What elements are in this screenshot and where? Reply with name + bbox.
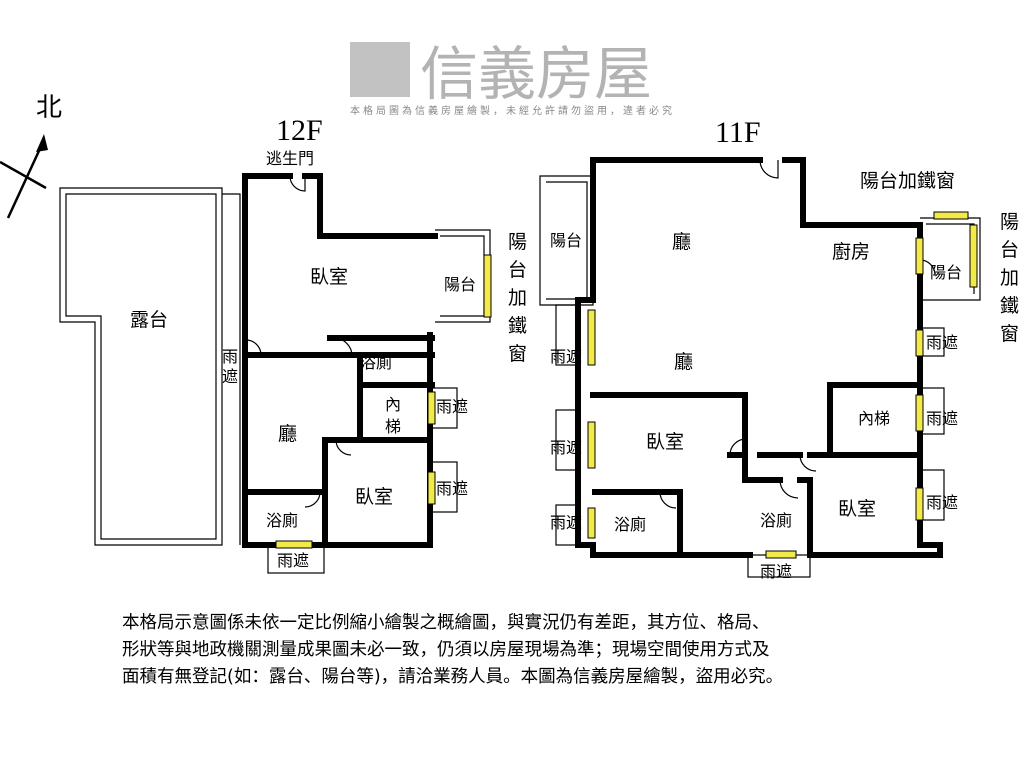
- label-balcony-11f-left: 陽台: [550, 231, 582, 250]
- label-char: 陽: [1000, 211, 1019, 233]
- label-canopy-12f-2: 雨遮: [436, 479, 468, 498]
- label-char: 鐵: [508, 315, 527, 337]
- label-char: 窗: [1000, 323, 1019, 345]
- label-bath-12f-2: 浴廁: [266, 511, 298, 530]
- disclaimer-note: 本格局示意圖係未依一定比例縮小繪製之概繪圖，與實況仍有差距，其方位、格局、 形狀…: [122, 610, 922, 691]
- label-kitchen: 廚房: [832, 240, 870, 263]
- label-char: 窗: [508, 343, 527, 365]
- label-bath-11f-1: 浴廁: [614, 515, 646, 534]
- label-balcony-iron-window-11f-right: 陽 台 加 鐵 窗: [1000, 211, 1019, 345]
- window-11f-l1: [587, 309, 596, 366]
- window-11f-kitchen: [915, 237, 924, 275]
- label-hall-11f-2: 廳: [674, 351, 693, 373]
- label-canopy-12f-left: 遮: [222, 367, 238, 386]
- walls-11f: [575, 157, 943, 558]
- doors-12f: [245, 175, 353, 508]
- label-living-12f: 廳: [278, 423, 297, 445]
- balcony-outline-11f-left: [539, 175, 594, 306]
- label-terrace: 露台: [130, 309, 168, 331]
- label-canopy-11f-r1: 雨遮: [926, 333, 958, 352]
- label-bedroom-11f-2: 臥室: [838, 498, 876, 520]
- window-11f-balcony-top: [933, 211, 969, 220]
- window-12f-bedroom: [427, 471, 436, 505]
- label-char: 鐵: [1000, 295, 1019, 317]
- label-char: 台: [508, 259, 527, 281]
- floor-11f: 11F: [539, 116, 1019, 581]
- label-canopy-12f-left: 雨: [222, 347, 238, 366]
- label-canopy-11f-l3: 雨遮: [550, 513, 582, 532]
- floor-title-11f: 11F: [715, 116, 761, 149]
- window-11f-r2: [915, 394, 924, 432]
- watermark-logo-text: 信義房屋: [420, 40, 652, 108]
- window-12f-bath: [275, 540, 313, 549]
- label-bath-12f-1: 浴廁: [360, 353, 392, 372]
- label-balcony-iron-window-12f: 陽 台 加 鐵 窗: [508, 231, 527, 365]
- label-stair-11f: 內梯: [858, 409, 890, 428]
- label-hall-11f-1: 廳: [672, 231, 691, 253]
- label-bedroom-11f-1: 臥室: [646, 431, 684, 453]
- canopy-outline-11f-l1: [555, 304, 579, 366]
- terrace-outline: [59, 187, 223, 546]
- floor-12f: 12F 逃生門 露台 臥室 陽: [59, 114, 527, 574]
- label-canopy-11f-r2: 雨遮: [926, 409, 958, 428]
- window-11f-bottom: [765, 550, 797, 559]
- window-11f-r1: [915, 329, 924, 357]
- canopy-outline-11f-l3: [555, 504, 579, 546]
- label-balcony-iron-window-11f-top: 陽台加鐵窗: [860, 170, 955, 192]
- disclaimer-line: 面積有無登記(如：露台、陽台等)，請洽業務人員。本圖為信義房屋繪製，盜用必究。: [122, 667, 784, 687]
- label-canopy-12f-3: 雨遮: [277, 551, 309, 570]
- label-char: 加: [1000, 267, 1019, 289]
- label-canopy-11f-bottom: 雨遮: [760, 562, 792, 581]
- window-11f-l2: [587, 421, 596, 469]
- watermark: 信義房屋 本格局圖為信義房屋繪製，未經允許請勿盜用，違者必究: [350, 40, 675, 117]
- terrace-edge: [222, 193, 241, 545]
- watermark-notice: 本格局圖為信義房屋繪製，未經允許請勿盜用，違者必究: [350, 104, 675, 117]
- canopy-outline-11f-l2: [555, 409, 579, 471]
- label-escape-door: 逃生門: [266, 149, 314, 168]
- label-canopy-12f-1: 雨遮: [436, 397, 468, 416]
- label-bath-11f-2: 浴廁: [760, 511, 792, 530]
- watermark-logo-icon: [350, 42, 410, 97]
- label-bedroom-12f-1: 臥室: [310, 266, 348, 288]
- floor-title-12f: 12F: [276, 114, 323, 147]
- window-11f-balcony-right: [969, 224, 978, 288]
- north-arrow-icon: [0, 134, 48, 219]
- label-canopy-11f-l2: 雨遮: [550, 438, 582, 457]
- label-canopy-11f-l1: 雨遮: [550, 347, 582, 366]
- disclaimer-line: 本格局示意圖係未依一定比例縮小繪製之概繪圖，與實況仍有差距，其方位、格局、: [122, 613, 770, 633]
- label-stair-12f: 梯: [385, 417, 401, 436]
- label-char: 陽: [508, 231, 527, 253]
- window-12f-stair: [427, 391, 436, 425]
- window-11f-r3: [915, 487, 924, 521]
- label-stair-12f: 內: [385, 395, 401, 414]
- label-balcony-12f: 陽台: [444, 275, 476, 294]
- label-bedroom-12f-2: 臥室: [355, 486, 393, 508]
- disclaimer-line: 形狀等與地政機關測量成果圖未必一致，仍須以房屋現場為準；現場空間使用方式及: [122, 640, 770, 660]
- label-char: 加: [508, 287, 527, 309]
- walls-12f: [242, 173, 438, 548]
- north-label: 北: [36, 93, 62, 122]
- label-char: 台: [1000, 239, 1019, 261]
- label-balcony-11f-right: 陽台: [930, 263, 962, 282]
- window-11f-l3: [587, 507, 596, 539]
- label-canopy-11f-r3: 雨遮: [926, 493, 958, 512]
- window-12f-balcony: [483, 254, 492, 318]
